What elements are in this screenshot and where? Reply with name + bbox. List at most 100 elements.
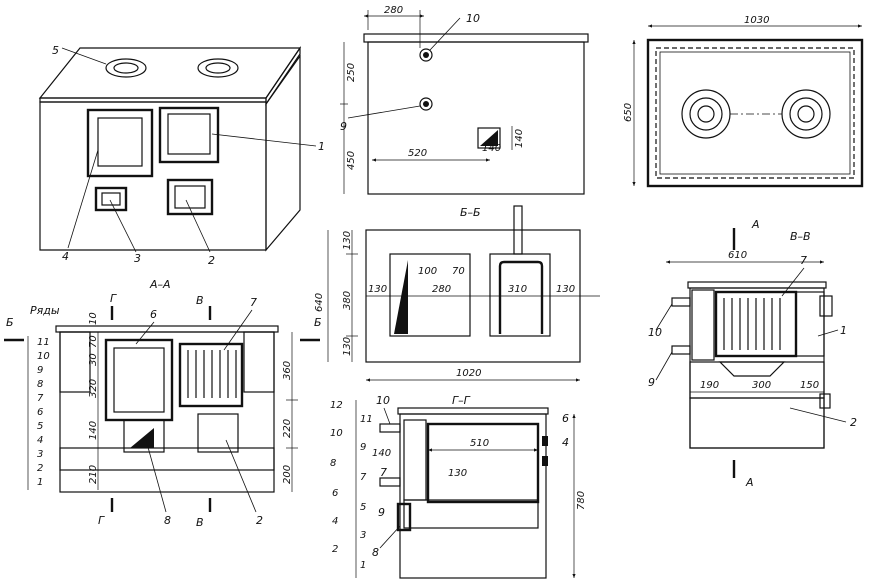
callout-1: 1 <box>318 140 325 153</box>
gg-inner-row-3: 3 <box>360 530 366 541</box>
dim-bb-310: 310 <box>508 284 527 295</box>
row-9: 9 <box>37 365 43 376</box>
gg-outer-row-6: 6 <box>332 488 338 499</box>
gg-inner-row-7: 7 <box>360 472 367 483</box>
plan-view: 1030 650 <box>623 15 864 188</box>
callout-9-gg: 9 <box>378 506 385 519</box>
callout-7-vv: 7 <box>800 254 807 267</box>
row-2: 2 <box>37 463 43 474</box>
section-vv-title: В–В <box>790 230 811 243</box>
dim-140-h: 140 <box>482 143 501 154</box>
row-8: 8 <box>37 379 43 390</box>
callout-1-vv: 1 <box>840 324 847 337</box>
section-gg: Г–Г 12 10 8 6 4 2 11 9 7 5 3 1 140 510 1… <box>330 394 587 579</box>
row-1: 1 <box>37 477 43 488</box>
callout-8-gg: 8 <box>372 546 379 559</box>
section-bb-title: Б–Б <box>460 206 481 219</box>
dim-bb-280: 280 <box>432 284 451 295</box>
dim-bb-380: 380 <box>342 291 353 310</box>
callout-5: 5 <box>52 44 59 57</box>
dim-bb-130-left: 130 <box>368 284 387 295</box>
dim-280: 280 <box>384 5 403 16</box>
section-bb: Б–Б 130 640 380 130 130 100 70 280 310 1… <box>314 205 600 382</box>
dim-bb-100: 100 <box>418 266 437 277</box>
dim-vv-190: 190 <box>700 380 719 391</box>
rows-title: Ряды <box>30 304 60 317</box>
cut-g-top: Г <box>110 292 117 305</box>
row-5: 5 <box>37 421 43 432</box>
callout-4-gg: 4 <box>562 436 569 449</box>
section-aa-title: А–А <box>149 278 171 291</box>
row-4: 4 <box>37 435 43 446</box>
gg-outer-row-10: 10 <box>330 428 343 439</box>
gg-outer-row-8: 8 <box>330 458 336 469</box>
section-aa: А–А Ряды 11 10 9 8 7 6 5 4 3 2 1 Б Б <box>4 278 322 529</box>
dim-gg-780: 780 <box>576 491 587 510</box>
dim-250: 250 <box>346 63 357 82</box>
cut-v-top: В <box>196 294 204 307</box>
callout-2: 2 <box>208 254 215 267</box>
dim-vv-610: 610 <box>728 250 747 261</box>
gg-inner-row-5: 5 <box>360 502 366 513</box>
dim-520: 520 <box>408 148 427 159</box>
cut-b-right: Б <box>314 316 322 329</box>
row-6: 6 <box>37 407 43 418</box>
dim-aa-210: 210 <box>88 465 99 484</box>
gg-outer-row-2: 2 <box>332 544 338 555</box>
row-7: 7 <box>37 393 44 404</box>
section-gg-title: Г–Г <box>452 394 471 407</box>
dim-gg-140: 140 <box>372 448 391 459</box>
dim-aa-30: 30 <box>88 353 99 366</box>
dim-1030: 1030 <box>744 15 769 26</box>
dim-gg-130: 130 <box>448 468 467 479</box>
dim-450: 450 <box>346 151 357 170</box>
row-3: 3 <box>37 449 43 460</box>
dim-gg-510: 510 <box>470 438 489 449</box>
dim-bb-70: 70 <box>452 266 465 277</box>
callout-7-aa: 7 <box>250 296 257 309</box>
callout-10-gg: 10 <box>376 394 390 407</box>
dim-bb-130-right: 130 <box>556 284 575 295</box>
cut-a-bottom: А <box>745 476 754 489</box>
cut-v-bottom: В <box>196 516 204 529</box>
callout-3: 3 <box>134 252 141 265</box>
callout-2-vv: 2 <box>850 416 857 429</box>
callout-7-gg: 7 <box>380 466 387 479</box>
row-11: 11 <box>37 337 50 348</box>
callout-10-front: 10 <box>466 12 480 25</box>
gg-inner-row-11: 11 <box>360 414 373 425</box>
dim-aa-70: 70 <box>88 335 99 348</box>
cut-a-top: А <box>751 218 760 231</box>
front-elevation: 280 250 450 520 140 140 10 9 <box>340 5 589 195</box>
dim-aa-200: 200 <box>282 465 293 484</box>
dim-aa-220: 220 <box>282 419 293 438</box>
callout-6-aa: 6 <box>150 308 157 321</box>
dim-bb-1020: 1020 <box>456 368 481 379</box>
callout-2-aa: 2 <box>256 514 263 527</box>
dim-bb-130-top: 130 <box>342 231 353 250</box>
gg-inner-row-9: 9 <box>360 442 366 453</box>
cut-b-left: Б <box>6 316 14 329</box>
row-10: 10 <box>37 351 50 362</box>
callout-4: 4 <box>62 250 69 263</box>
callout-10-vv: 10 <box>648 326 662 339</box>
callout-9-front: 9 <box>340 120 347 133</box>
section-vv: В–В А А 610 190 300 150 7 10 1 9 2 <box>648 218 857 489</box>
gg-inner-row-1: 1 <box>360 560 366 571</box>
dim-140-v: 140 <box>514 129 525 148</box>
gg-outer-row-4: 4 <box>332 516 338 527</box>
callout-9-vv: 9 <box>648 376 655 389</box>
dim-vv-150: 150 <box>800 380 819 391</box>
dim-bb-640: 640 <box>314 293 325 312</box>
isometric-view: 5 4 3 2 1 <box>38 44 325 267</box>
gg-outer-row-12: 12 <box>330 400 343 411</box>
dim-aa-140: 140 <box>88 421 99 440</box>
dim-aa-10: 10 <box>88 312 99 325</box>
dim-aa-360: 360 <box>282 361 293 380</box>
dim-bb-130-bot: 130 <box>342 337 353 356</box>
dim-650: 650 <box>623 103 634 122</box>
dim-vv-300: 300 <box>752 380 771 391</box>
dim-aa-320: 320 <box>88 379 99 398</box>
